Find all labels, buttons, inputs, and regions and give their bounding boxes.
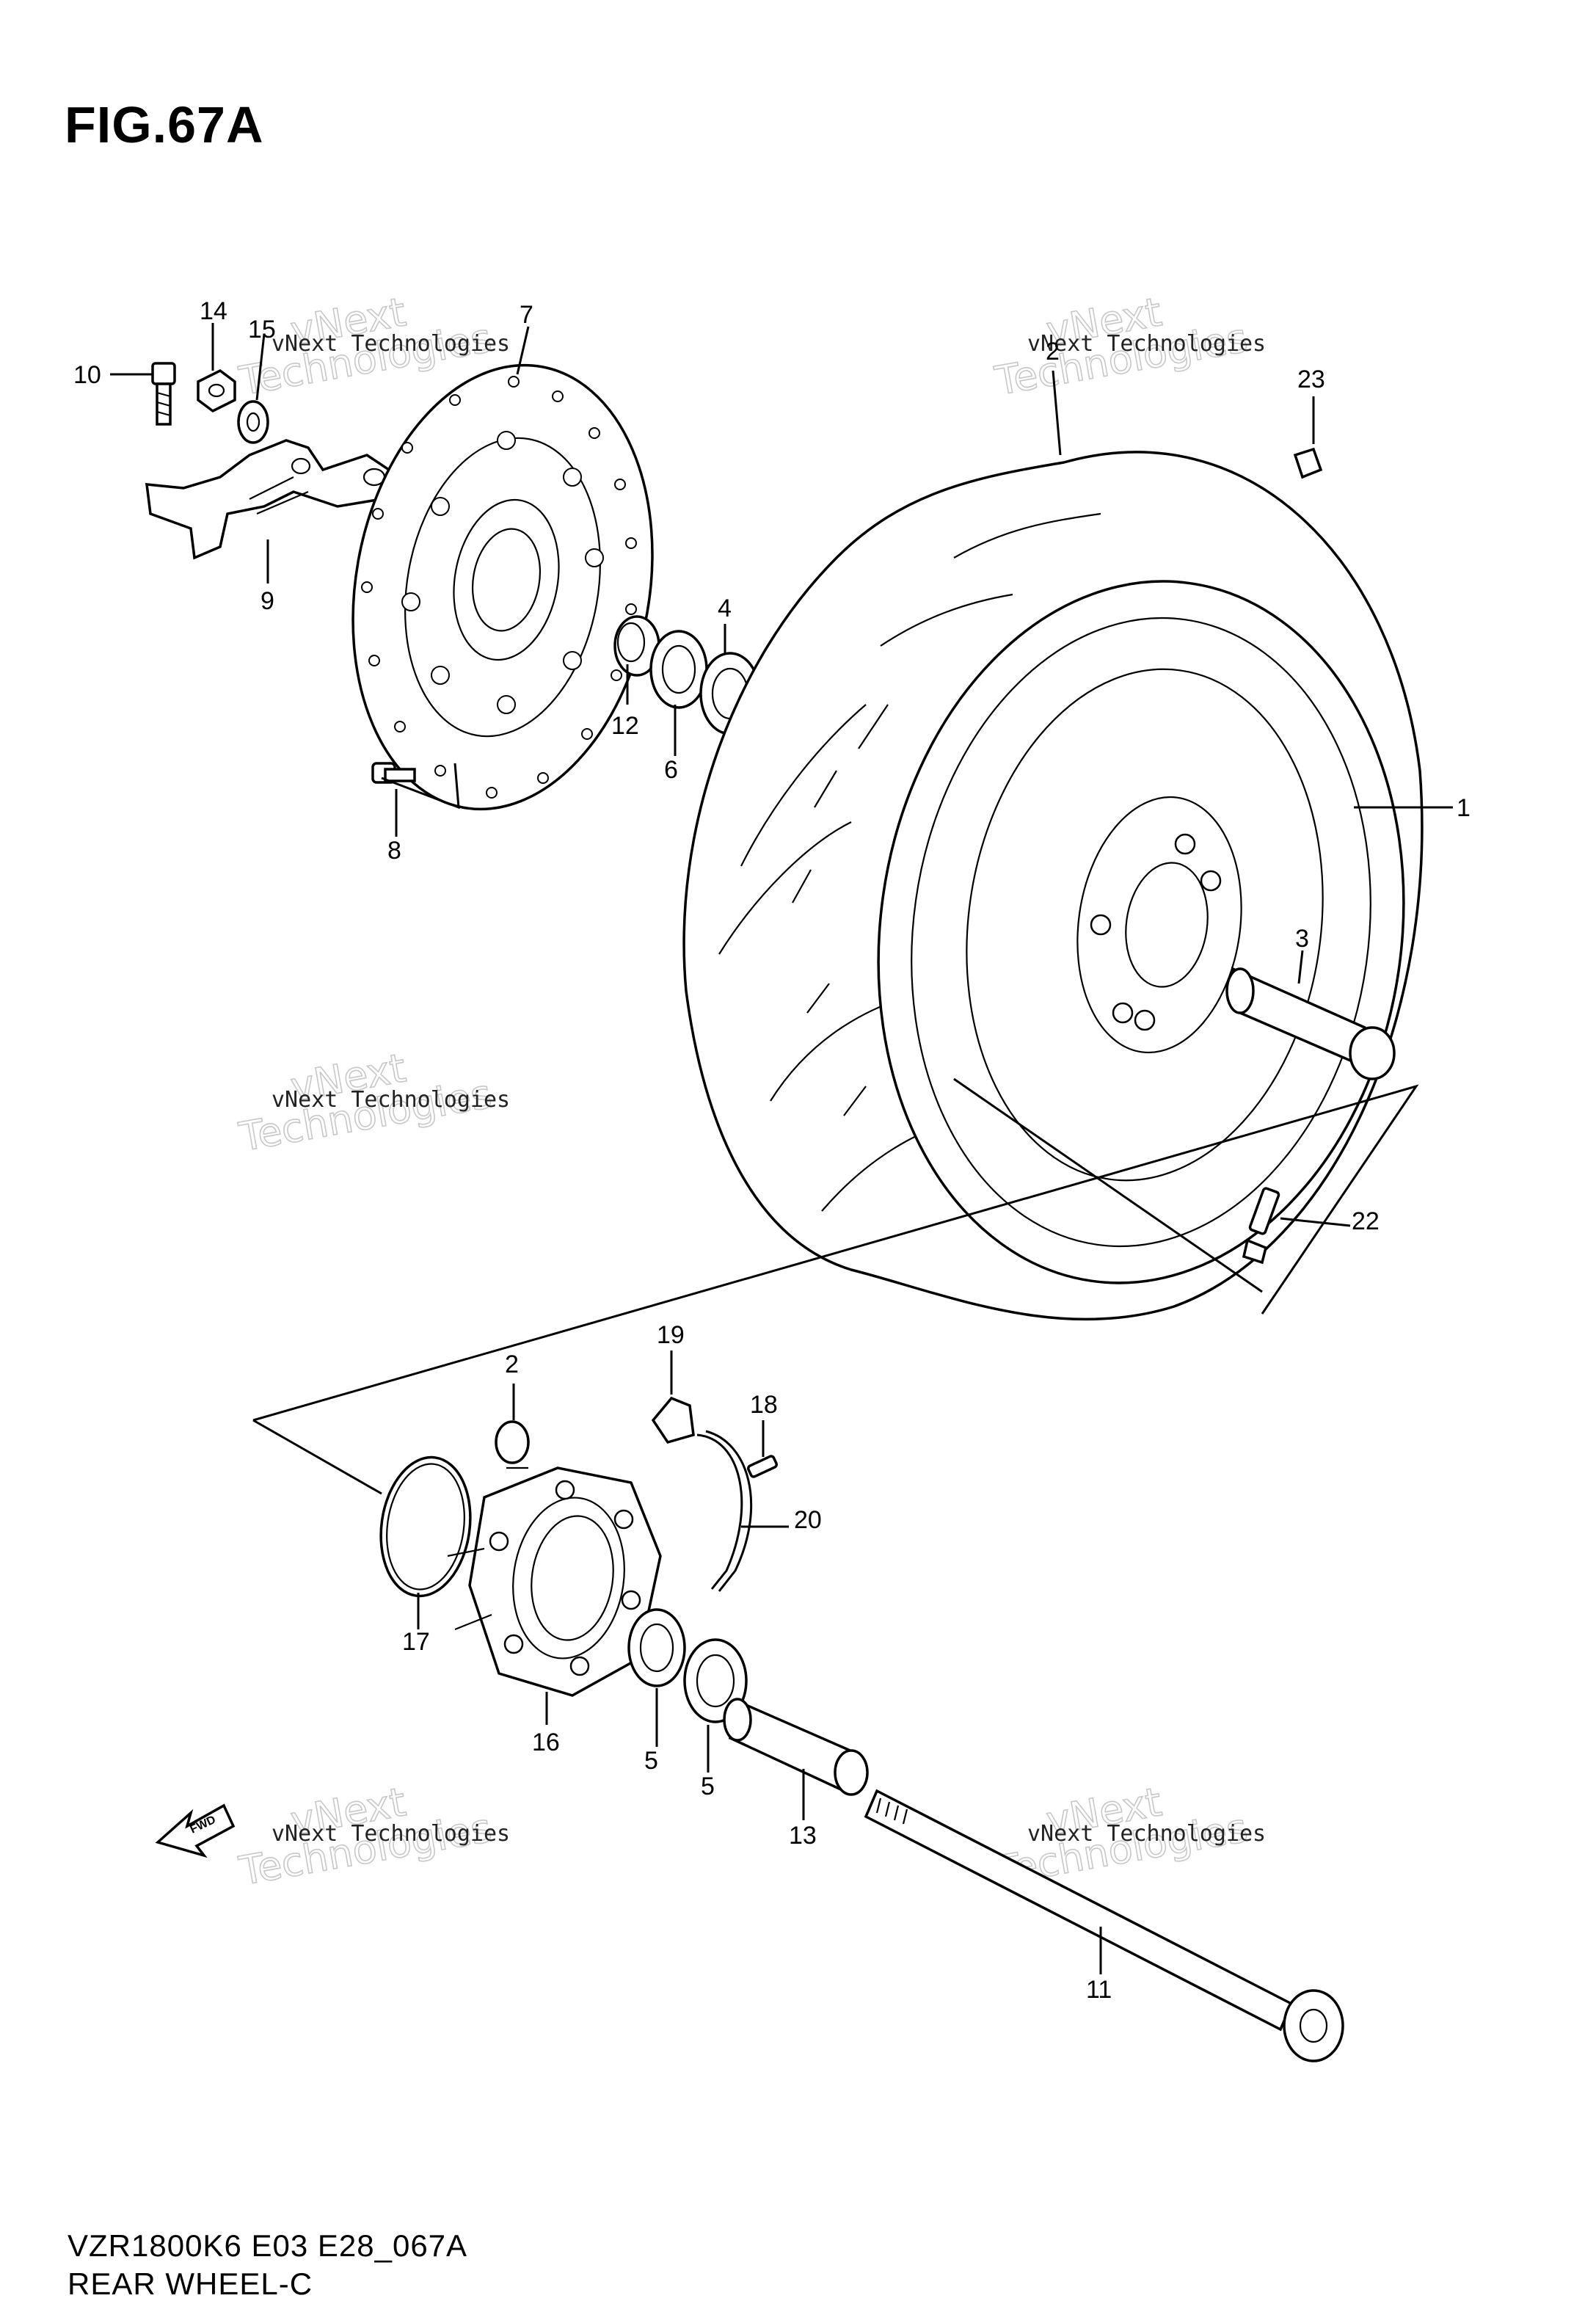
callout-19: 19 [657, 1321, 685, 1349]
callout-3: 3 [1295, 925, 1309, 953]
callout-18: 18 [750, 1391, 778, 1419]
callout-7: 7 [520, 301, 533, 329]
callout-12: 12 [611, 712, 639, 740]
part-spacer-13 [723, 1698, 869, 1796]
forward-direction-arrow: FWD [155, 1803, 236, 1858]
callout-2: 2 [1046, 338, 1060, 366]
part-o-ring-17 [379, 1455, 472, 1598]
watermark-text: vNext Technologies [1027, 1821, 1266, 1847]
diagram-name: REAR WHEEL-C [68, 2266, 313, 2301]
callout-13: 13 [789, 1822, 817, 1850]
callout-16: 16 [532, 1728, 560, 1756]
watermark-text: vNext Technologies [272, 1821, 510, 1847]
part-bearing-5a [627, 1608, 686, 1687]
callout-labels: 1 2 3 4 5 5 6 7 8 9 10 11 12 13 14 15 16… [73, 297, 1471, 2004]
part-wheel-rim [877, 580, 1405, 1284]
part-axle-spacer-3 [1225, 967, 1396, 1080]
part-retainer-20 [696, 1430, 753, 1592]
callout-23: 23 [1297, 366, 1325, 393]
watermark-text: vNext Technologies [272, 331, 510, 357]
callout-5: 5 [701, 1773, 715, 1800]
callout-2: 2 [505, 1351, 519, 1378]
part-bushing-2 [495, 1420, 530, 1464]
part-brake-disc [351, 363, 654, 811]
callout-17: 17 [402, 1628, 430, 1656]
callout-1: 1 [1457, 794, 1471, 822]
part-washer-15 [237, 400, 269, 444]
callout-8: 8 [387, 837, 401, 865]
watermark-text: vNext Technologies [1027, 331, 1266, 357]
callout-10: 10 [73, 361, 101, 389]
callout-9: 9 [260, 587, 274, 615]
part-sprocket-hub-16 [447, 1466, 662, 1697]
callout-5: 5 [644, 1747, 658, 1775]
callout-22: 22 [1352, 1207, 1380, 1235]
part-spacer-12 [613, 615, 660, 677]
figure-title: FIG.67A [65, 96, 264, 153]
part-bolt-10 [151, 362, 176, 426]
leader-lines [110, 323, 1453, 1974]
callout-20: 20 [794, 1506, 822, 1534]
callout-15: 15 [248, 316, 276, 343]
part-clip-23 [1293, 447, 1323, 479]
part-valve-22 [1242, 1187, 1280, 1265]
callout-14: 14 [200, 297, 227, 325]
callout-11: 11 [1086, 1976, 1112, 2004]
callout-6: 6 [664, 756, 678, 784]
watermark-text: vNext Technologies [272, 1087, 510, 1113]
part-screw-18 [746, 1455, 779, 1478]
callout-4: 4 [718, 595, 732, 622]
model-code: VZR1800K6 E03 E28_067A [68, 2228, 468, 2263]
assembly-lines [252, 763, 1419, 1495]
part-bolt-8 [371, 762, 416, 784]
part-axle-11 [864, 1789, 1344, 2062]
part-seal-6 [649, 630, 708, 709]
part-plate-19 [651, 1396, 695, 1444]
part-nut-14 [197, 368, 236, 413]
